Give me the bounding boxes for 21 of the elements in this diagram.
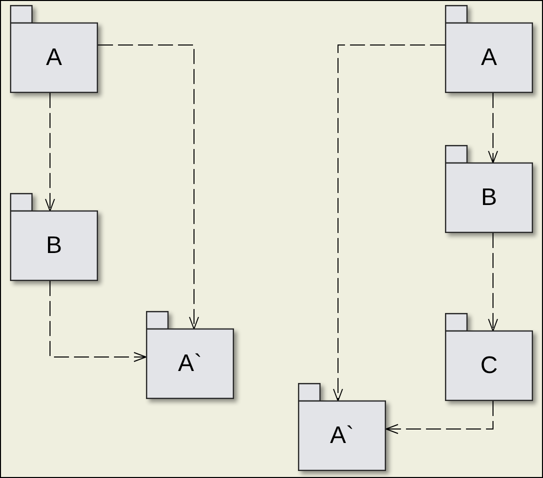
package-shape (445, 313, 533, 401)
package-shape (146, 311, 234, 399)
package-label: A (480, 46, 497, 70)
package-label: C (480, 354, 498, 378)
package-label: A (46, 46, 62, 70)
dependency-arrow (98, 44, 199, 330)
dependency-arrow (45, 92, 55, 212)
package-label: B (46, 234, 62, 258)
package-shape (10, 5, 98, 93)
package-label: A` (178, 352, 202, 376)
package-label: B (480, 186, 497, 210)
dependency-arrow (488, 92, 498, 164)
package-shape (445, 145, 533, 233)
package-shape (445, 5, 533, 93)
package-shape (298, 383, 386, 471)
package-shape (10, 193, 98, 281)
dependency-arrow (386, 400, 494, 434)
dependency-arrow (488, 232, 498, 332)
package-label: A` (330, 424, 354, 448)
dependency-arrow (333, 44, 446, 402)
dependency-arrow (50, 280, 146, 362)
